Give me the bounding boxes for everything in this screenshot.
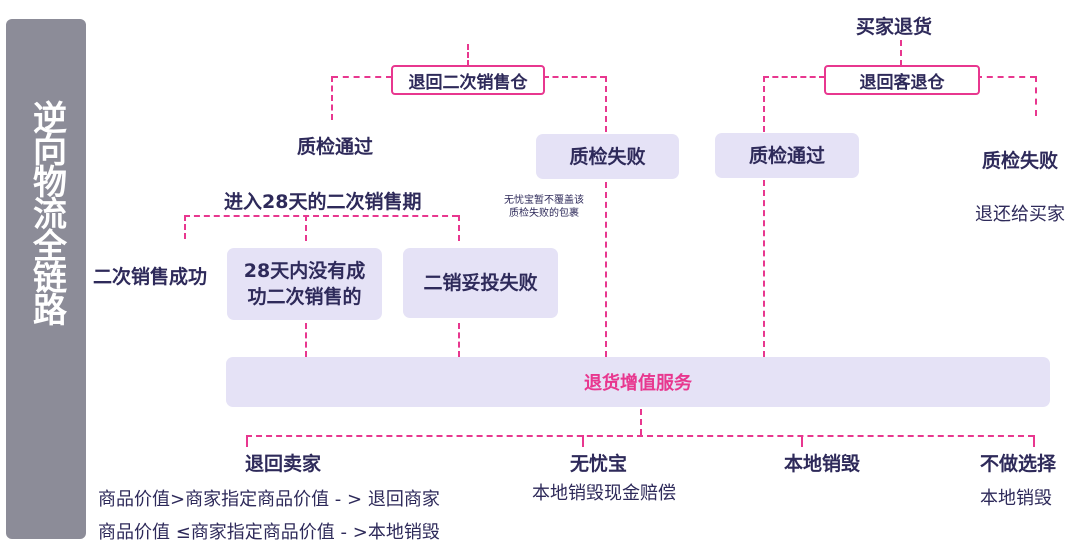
return-value-service-bar: 退货增值服务 bbox=[226, 357, 1050, 407]
resale-success-label: 二次销售成功 bbox=[93, 266, 208, 288]
connector bbox=[801, 435, 803, 447]
not-resold-line: 功二次销售的 bbox=[247, 286, 362, 308]
connector bbox=[543, 76, 606, 78]
no-choice-desc: 本地销毁 bbox=[980, 488, 1052, 509]
return-seller-rule-1: 商品价值>商家指定商品价值 - > 退回商家 bbox=[98, 489, 440, 510]
not-resold-line: 28天内没有成 bbox=[243, 260, 366, 282]
note-line: 无忧宝暂不覆盖该 bbox=[504, 195, 584, 206]
connector bbox=[1033, 435, 1035, 447]
connector bbox=[305, 215, 307, 241]
connector bbox=[246, 435, 1034, 437]
connector bbox=[305, 323, 307, 357]
buyer-return-label: 买家退货 bbox=[856, 16, 933, 38]
warehouse-resale-box: 退回二次销售仓 bbox=[391, 65, 545, 95]
connector bbox=[605, 76, 607, 132]
connector bbox=[331, 76, 333, 120]
not-resold-box: 28天内没有成 功二次销售的 bbox=[227, 248, 382, 320]
warehouse-customer-return-box: 退回客退仓 bbox=[824, 65, 980, 95]
connector bbox=[184, 215, 186, 239]
connector bbox=[900, 40, 902, 66]
connector bbox=[1035, 76, 1037, 116]
qc-fail-box-left: 质检失败 bbox=[536, 134, 679, 179]
qc-fail-label-right: 质检失败 bbox=[982, 150, 1059, 172]
connector bbox=[976, 76, 1036, 78]
connector bbox=[458, 215, 460, 241]
wuyoubao-note: 无忧宝暂不覆盖该 质检失败的包裹 bbox=[504, 194, 584, 220]
connector bbox=[763, 180, 765, 357]
qc-pass-box-right: 质检通过 bbox=[715, 133, 859, 178]
connector bbox=[605, 182, 607, 357]
qc-pass-label-left: 质检通过 bbox=[297, 136, 374, 158]
resale-period-label: 进入28天的二次销售期 bbox=[224, 191, 422, 213]
connector bbox=[467, 44, 469, 66]
return-to-buyer-label: 退还给买家 bbox=[975, 204, 1065, 225]
resale-fail-box: 二销妥投失败 bbox=[403, 248, 558, 318]
connector bbox=[246, 435, 248, 447]
no-choice-title: 不做选择 bbox=[980, 453, 1057, 475]
connector bbox=[763, 76, 765, 132]
return-seller-title: 退回卖家 bbox=[245, 453, 322, 475]
connector bbox=[332, 76, 392, 78]
sidebar-panel bbox=[6, 19, 86, 539]
wuyoubao-title: 无忧宝 bbox=[570, 453, 628, 475]
sidebar-title: 逆向物流全链路 bbox=[26, 100, 67, 324]
return-seller-rule-2: 商品价值 ≤商家指定商品价值 - >本地销毁 bbox=[98, 522, 440, 543]
connector bbox=[763, 76, 825, 78]
note-line: 质检失败的包裹 bbox=[509, 208, 579, 219]
connector bbox=[582, 435, 584, 447]
connector bbox=[458, 323, 460, 357]
connector bbox=[184, 215, 458, 217]
connector bbox=[640, 409, 642, 435]
wuyoubao-desc: 本地销毁现金赔偿 bbox=[532, 483, 676, 504]
local-destroy-title: 本地销毁 bbox=[784, 453, 861, 475]
